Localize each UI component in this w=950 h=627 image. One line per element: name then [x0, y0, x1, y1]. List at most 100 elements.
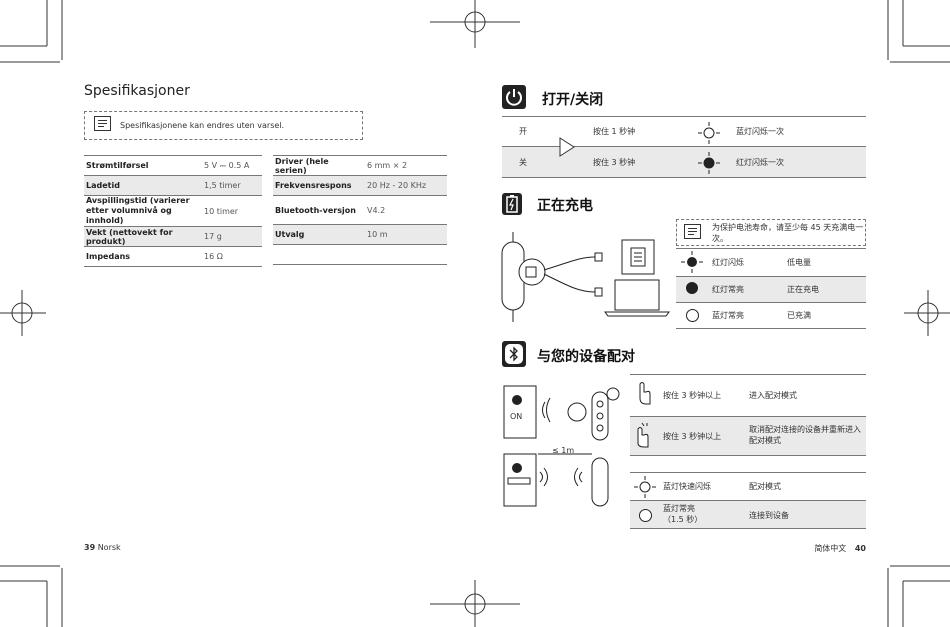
charging-status: 低电量 [787, 258, 811, 267]
solid-blue-icon [639, 509, 652, 522]
table-row: Avspillingstid (varierer etter volumnivå… [84, 195, 262, 227]
note-icon [684, 224, 701, 239]
spec-key: Utvalg [273, 224, 365, 245]
table-row [273, 244, 447, 265]
pairing-result: 进入配对模式 [749, 391, 797, 400]
power-light: 蓝灯闪烁一次 [736, 127, 784, 136]
charging-light: 蓝灯常亮 [712, 311, 744, 320]
power-action: 按住 1 秒钟 [593, 127, 636, 136]
power-icon [502, 85, 526, 109]
spec-key: Impedans [86, 252, 131, 261]
divider [502, 146, 866, 147]
divider [676, 328, 866, 329]
divider [630, 472, 866, 473]
pairing-action: 按住 3 秒钟以上 [663, 391, 722, 400]
power-state-on: 开 [519, 127, 527, 136]
spec-value: 17 g [202, 226, 262, 247]
footer-left: 39 Norsk [84, 543, 121, 552]
page-title: Spesifikasjoner [84, 83, 190, 99]
double-press-icon [637, 422, 649, 448]
power-light: 红灯闪烁一次 [736, 158, 784, 167]
spec-value: 10 timer [204, 206, 239, 216]
charging-status: 已充满 [787, 311, 811, 320]
power-state-off: 关 [519, 158, 527, 167]
solid-blue-icon [686, 309, 699, 322]
spec-key: Frekvensrespons [273, 175, 365, 196]
spec-key: Vekt (nettovekt for produkt) [84, 226, 202, 247]
table-row: Frekvensrespons 20 Hz - 20 KHz [273, 175, 447, 196]
pairing-illustration [503, 385, 620, 507]
spec-value: 1,5 timer [202, 175, 262, 196]
pairing-action: 按住 3 秒钟以上 [663, 432, 722, 441]
battery-icon [502, 193, 522, 215]
solid-red-icon [686, 282, 698, 294]
divider [676, 276, 866, 277]
pairing-action: 蓝灯常亮 （1.5 秒） [663, 504, 703, 524]
spec-value-empty [365, 245, 447, 265]
divider [630, 374, 866, 375]
table-row: Ladetid 1,5 timer [84, 175, 262, 196]
charging-section-title: 正在充电 [537, 198, 593, 214]
table-row: Vekt (nettovekt for produkt) 17 g [84, 226, 262, 247]
play-arrow-icon [559, 137, 575, 157]
blink-red-icon [698, 152, 720, 174]
charging-light: 红灯闪烁 [712, 258, 744, 267]
blink-blue-icon [634, 476, 656, 498]
table-row: Impedans 16 Ω [84, 246, 262, 267]
pairing-section-title: 与您的设备配对 [537, 349, 635, 365]
table-row-shade [630, 417, 866, 455]
spec-value: 5 V ⎓ 0.5 A [204, 160, 250, 170]
device-on-label: ON [510, 412, 523, 421]
divider [630, 416, 866, 417]
finger-press-icon [639, 382, 651, 405]
blink-blue-icon [698, 122, 720, 144]
divider [630, 500, 866, 501]
spec-value: 10 m [365, 224, 447, 245]
power-section-title: 打开/关闭 [542, 92, 604, 108]
divider [676, 248, 866, 249]
note-text: Spesifikasjonene kan endres uten varsel. [120, 121, 285, 130]
charging-note-box: 为保护电池寿命，请至少每 45 天充满电一次。 [676, 219, 866, 246]
divider [502, 116, 866, 117]
spec-table-right: Driver (hele serien) 6 mm × 2 Frekvensre… [273, 155, 447, 265]
spec-key: Avspillingstid (varierer etter volumnivå… [86, 196, 190, 225]
page-language: Norsk [97, 543, 121, 552]
charging-note-text: 为保护电池寿命，请至少每 45 天充满电一次。 [712, 223, 864, 243]
divider [676, 302, 866, 303]
page-number: 39 [84, 543, 96, 552]
spec-key-empty [273, 245, 365, 265]
spec-value: 16 Ω [204, 252, 223, 261]
table-row-shade [630, 501, 866, 528]
pairing-result: 配对模式 [749, 482, 781, 491]
spec-table-left: Strømtilførsel 5 V ⎓ 0.5 A Ladetid 1,5 t… [84, 155, 262, 267]
spec-value: 20 Hz - 20 KHz [365, 175, 447, 196]
pairing-action: 蓝灯快速闪烁 [663, 482, 711, 491]
table-row: Driver (hele serien) 6 mm × 2 [273, 155, 447, 176]
divider [630, 528, 866, 529]
charging-illustration [501, 232, 670, 322]
spec-key: Driver (hele serien) [275, 156, 329, 175]
note-icon [94, 116, 111, 131]
page-language: 简体中文 [814, 544, 847, 553]
pairing-result: 取消配对连接的设备并重新进入配对模式 [749, 425, 861, 445]
bluetooth-icon [502, 341, 526, 367]
distance-label: ≤ 1m [552, 446, 575, 455]
note-box: Spesifikasjonene kan endres uten varsel. [84, 111, 363, 140]
blink-red-icon [681, 251, 703, 273]
page-number: 40 [854, 544, 866, 553]
pairing-result: 连接到设备 [749, 511, 789, 520]
spec-value: V4.2 [367, 205, 386, 215]
table-row: Utvalg 10 m [273, 224, 447, 245]
table-row: Strømtilførsel 5 V ⎓ 0.5 A [84, 155, 262, 176]
divider [630, 455, 866, 456]
table-row: Bluetooth-versjon V4.2 [273, 195, 447, 225]
charging-status: 正在充电 [787, 285, 819, 294]
footer-right: 简体中文 40 [814, 543, 866, 554]
divider [502, 177, 866, 178]
spec-value: 6 mm × 2 [367, 161, 408, 170]
charging-light: 红灯常亮 [712, 285, 744, 294]
power-action: 按住 3 秒钟 [593, 158, 636, 167]
table-row-shade [676, 276, 866, 302]
spec-key: Strømtilførsel [86, 161, 149, 170]
